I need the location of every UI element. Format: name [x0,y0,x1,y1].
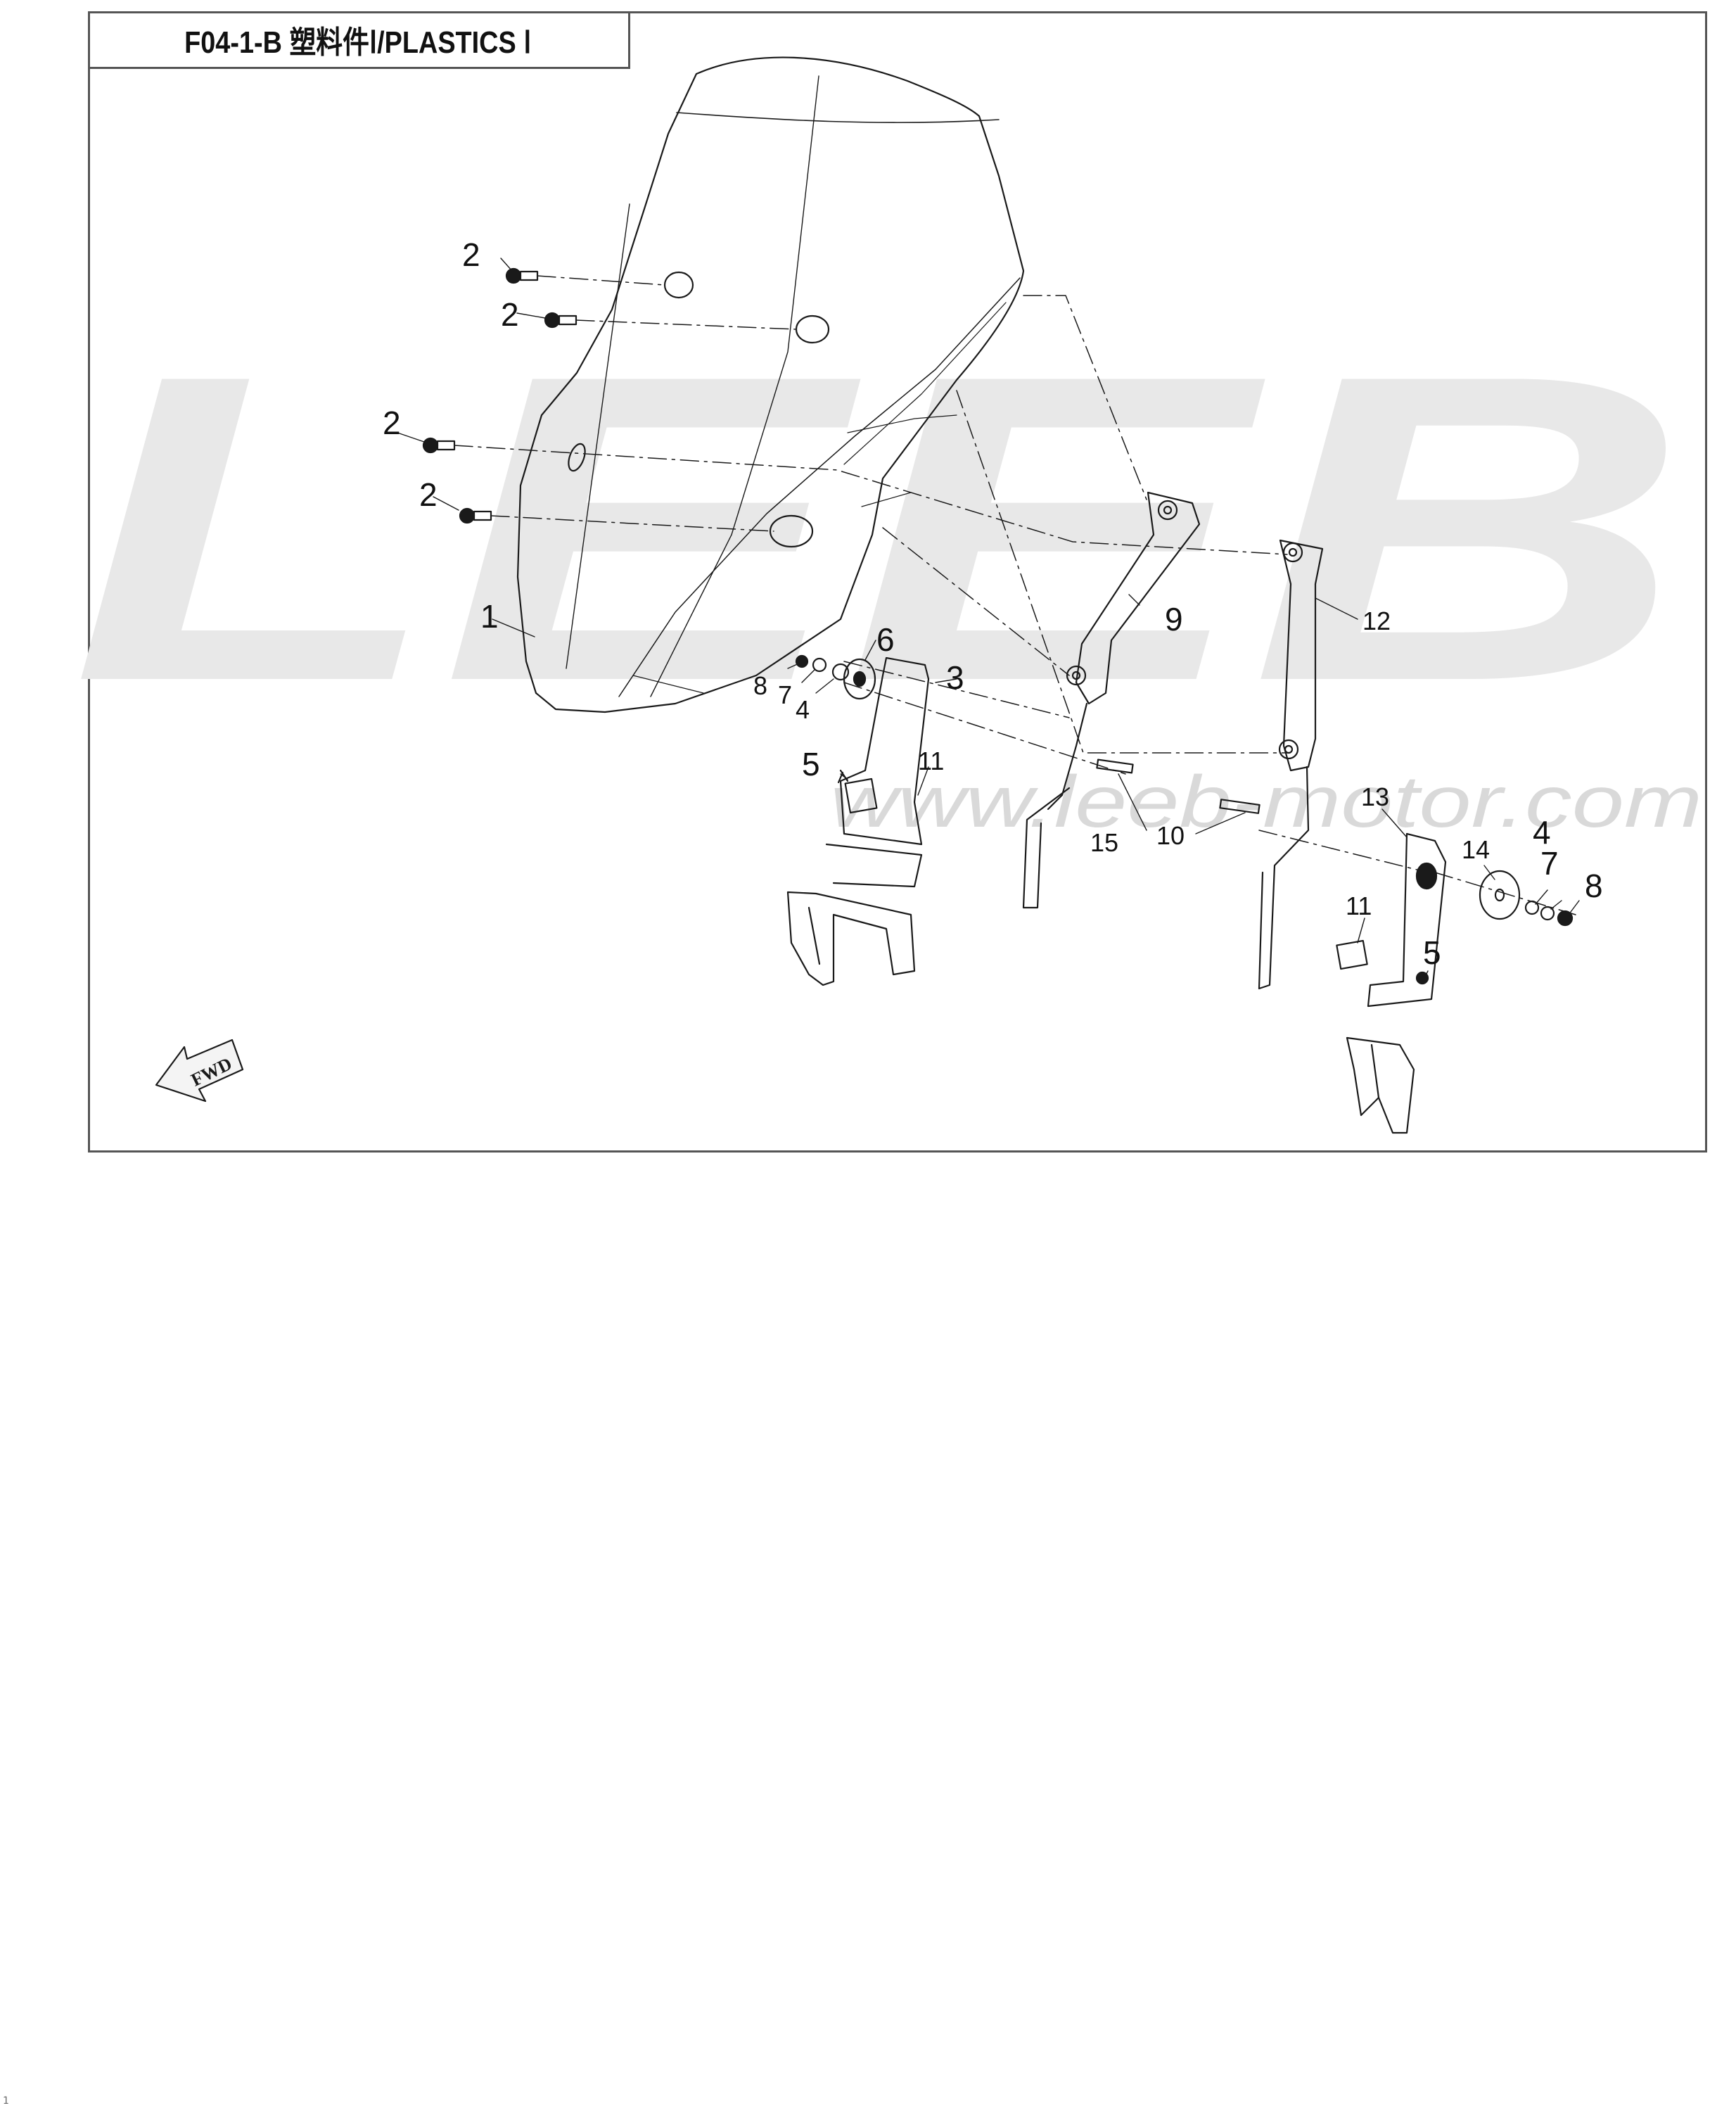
watermark-logo: LEEB [70,285,1688,772]
callout-2: 2 [462,236,480,273]
callout-14: 14 [1462,835,1490,864]
callout-6: 6 [876,621,895,658]
callout-2: 2 [419,476,438,513]
callout-11: 11 [918,747,944,775]
bolt-2d [459,507,492,524]
callout-2: 2 [501,296,519,333]
callout-7: 7 [778,680,792,709]
watermark: LEEB www.leeb-motor.com [70,285,1702,843]
callout-13: 13 [1361,782,1389,811]
callout-5: 5 [802,746,820,782]
leader-lines [397,258,1580,979]
mount-left-3 [786,656,930,986]
diagram-frame [88,11,1707,1153]
bracket-left-9 [1022,491,1201,909]
callout-4: 4 [796,695,810,724]
callout-10: 10 [1156,821,1185,850]
callout-labels: 1 2 2 2 2 3 4 4 5 5 6 7 7 8 8 9 10 11 11… [383,236,1603,971]
callout-4: 4 [1533,814,1551,851]
bolt-2a [505,267,539,284]
page-number: 1 [3,2095,9,2107]
callout-9: 9 [1165,601,1183,637]
callout-15: 15 [1090,828,1118,857]
windscreen [516,56,1025,713]
diagram-title: F04-1-B 塑料件Ⅰ/PLASTICS Ⅰ [184,25,532,60]
fwd-arrow: FWD [155,1039,244,1103]
callout-7: 7 [1540,845,1559,882]
callout-12: 12 [1362,607,1391,635]
title-box: F04-1-B 塑料件Ⅰ/PLASTICS Ⅰ [88,11,630,69]
hardware-left [795,654,878,814]
callout-2: 2 [383,405,401,441]
mount-right-13 [1346,832,1447,1134]
callout-3: 3 [946,659,964,696]
callout-1: 1 [480,598,499,635]
callout-8: 8 [753,671,767,700]
callout-5: 5 [1423,934,1441,971]
callout-11: 11 [1346,891,1372,920]
bracket-right-12 [1258,539,1324,990]
callout-8: 8 [1585,868,1603,904]
watermark-url: www.leeb-motor.com [830,761,1702,843]
